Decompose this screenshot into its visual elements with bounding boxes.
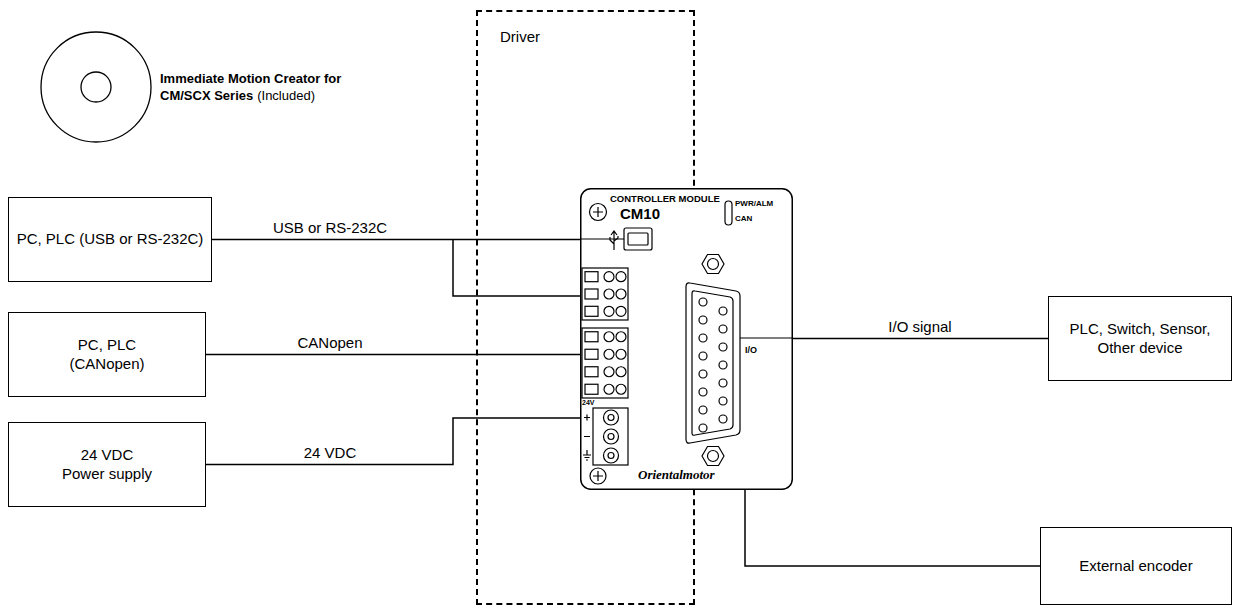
- box-text: PC, PLC (CANopen): [50, 336, 165, 374]
- connector-label: I/O: [745, 346, 757, 356]
- brand-logo: Orientalmotor: [638, 468, 715, 482]
- signal-wire: [206, 354, 580, 356]
- wire-label: I/O signal: [885, 318, 954, 335]
- software-note: (Included): [257, 88, 315, 103]
- module-title: CONTROLLER MODULE: [610, 194, 720, 204]
- device-box: 24 VDC Power supply: [8, 422, 206, 507]
- box-text: PC, PLC (USB or RS-232C): [17, 230, 204, 249]
- led-label: PWR/ALM: [735, 200, 773, 209]
- signal-wire: [206, 418, 580, 465]
- led-label: CAN: [735, 215, 752, 224]
- software-caption: Immediate Motion Creator for CM/SCX Seri…: [160, 71, 360, 105]
- box-text: External encoder: [1079, 557, 1192, 576]
- box-text: 24 VDC Power supply: [61, 446, 153, 484]
- device-box: External encoder: [1040, 527, 1232, 605]
- device-box: PLC, Switch, Sensor, Other device: [1048, 296, 1232, 381]
- model-name: CM10: [620, 206, 660, 223]
- device-box: PC, PLC (CANopen): [8, 312, 206, 397]
- signal-wire: [793, 338, 1048, 340]
- device-box: PC, PLC (USB or RS-232C): [8, 197, 212, 282]
- signal-wire: [212, 240, 580, 297]
- signal-wire: [745, 490, 1040, 566]
- terminal-label: 24V: [582, 399, 594, 407]
- wire-label: USB or RS-232C: [270, 219, 390, 236]
- controller-module: CONTROLLER MODULE CM10 PWR/ALM CAN I/O 24V Ori…: [580, 188, 793, 490]
- frame-title: Driver: [500, 28, 540, 45]
- wire-label: CANopen: [294, 334, 365, 351]
- wire-label: 24 VDC: [301, 444, 360, 461]
- cd-disc: [41, 32, 151, 142]
- module-illustration: [580, 188, 793, 490]
- box-text: PLC, Switch, Sensor, Other device: [1065, 320, 1215, 358]
